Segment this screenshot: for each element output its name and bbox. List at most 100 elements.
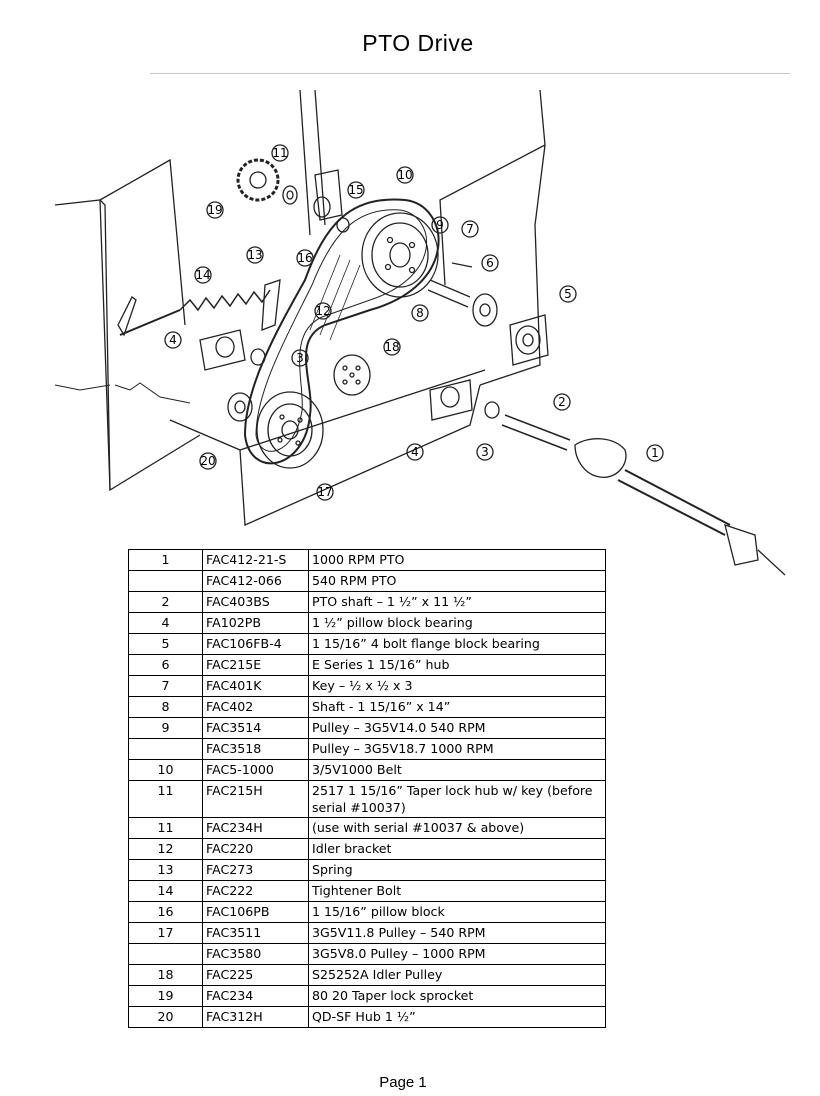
idler-pulley [333,354,371,396]
part-number-cell: FAC215E [202,654,309,676]
item-number-cell: 5 [128,633,203,655]
callout-label: 4 [169,333,177,347]
callout-label: 14 [195,268,210,282]
part-number-cell: FAC234H [202,817,309,839]
part-number-cell: FAC3511 [202,922,309,944]
item-number-cell: 6 [128,654,203,676]
callout: 6 [481,254,499,272]
callout: 18 [383,338,401,356]
callout: 13 [246,246,264,264]
callout-label: 18 [384,340,399,354]
callout: 3 [291,349,309,367]
item-number-cell: 9 [128,717,203,739]
part-number-cell: FAC412-21-S [202,549,309,571]
description-cell: 80 20 Taper lock sprocket [308,985,606,1007]
part-number-cell: FAC403BS [202,591,309,613]
part-number-cell: FAC215H [202,780,309,818]
description-cell: E Series 1 15/16” hub [308,654,606,676]
description-cell: 2517 1 15/16” Taper lock hub w/ key (bef… [308,780,606,818]
item-number-cell [128,738,203,760]
callout: 19 [206,201,224,219]
callout-label: 9 [436,218,444,232]
description-cell: 1000 RPM PTO [308,549,606,571]
item-number-cell: 13 [128,859,203,881]
item-number-cell: 12 [128,838,203,860]
right-bearing-assembly [427,262,549,366]
description-cell: Shaft - 1 15/16” x 14” [308,696,606,718]
callout-label: 10 [397,168,412,182]
part-number-cell: FAC312H [202,1006,309,1028]
description-cell: 1 15/16” 4 bolt flange block bearing [308,633,606,655]
part-number-cell: FA102PB [202,612,309,634]
callout-label: 17 [317,485,332,499]
description-cell: Key – ½ x ½ x 3 [308,675,606,697]
part-number-cell: FAC220 [202,838,309,860]
part-number-cell: FAC5-1000 [202,759,309,781]
callout: 11 [271,144,289,162]
callout-label: 11 [272,146,287,160]
description-cell: 1 15/16” pillow block [308,901,606,923]
item-number-cell: 8 [128,696,203,718]
callout-label: 20 [200,454,215,468]
page-number: Page 1 [379,1074,427,1091]
item-number-cell: 14 [128,880,203,902]
description-cell: Pulley – 3G5V14.0 540 RPM [308,717,606,739]
item-number-cell: 10 [128,759,203,781]
callout: 1 [646,444,664,462]
description-cell: 3/5V1000 Belt [308,759,606,781]
upper-hub-and-bearing [282,169,350,233]
title-divider [150,73,790,74]
item-number-cell: 20 [128,1006,203,1028]
sprocket [236,158,280,202]
callout-label: 2 [558,395,566,409]
callout-label: 12 [315,304,330,318]
callout: 4 [164,331,182,349]
item-number-cell: 11 [128,780,203,818]
callout-label: 19 [207,203,222,217]
callout-label: 8 [416,306,424,320]
callout: 20 [199,452,217,470]
item-number-cell: 7 [128,675,203,697]
part-number-cell: FAC3514 [202,717,309,739]
callout: 7 [461,220,479,238]
callout-label: 16 [297,251,312,265]
part-number-cell: FAC225 [202,964,309,986]
callout-label: 5 [564,287,572,301]
callout-label: 4 [411,445,419,459]
item-number-cell [128,943,203,965]
callout: 3 [476,443,494,461]
item-number-cell: 1 [128,549,203,571]
part-number-cell: FAC401K [202,675,309,697]
item-number-cell: 11 [128,817,203,839]
callout-label: 13 [247,248,262,262]
callout-label: 15 [348,183,363,197]
description-cell: Tightener Bolt [308,880,606,902]
part-number-cell: FAC273 [202,859,309,881]
description-cell: (use with serial #10037 & above) [308,817,606,839]
callout: 15 [347,181,365,199]
item-number-cell: 2 [128,591,203,613]
belt [243,198,440,465]
callout-label: 3 [481,445,489,459]
callout: 8 [411,304,429,322]
item-number-cell [128,570,203,592]
description-cell: PTO shaft – 1 ½” x 11 ½” [308,591,606,613]
callout: 5 [559,285,577,303]
callout: 10 [396,166,414,184]
